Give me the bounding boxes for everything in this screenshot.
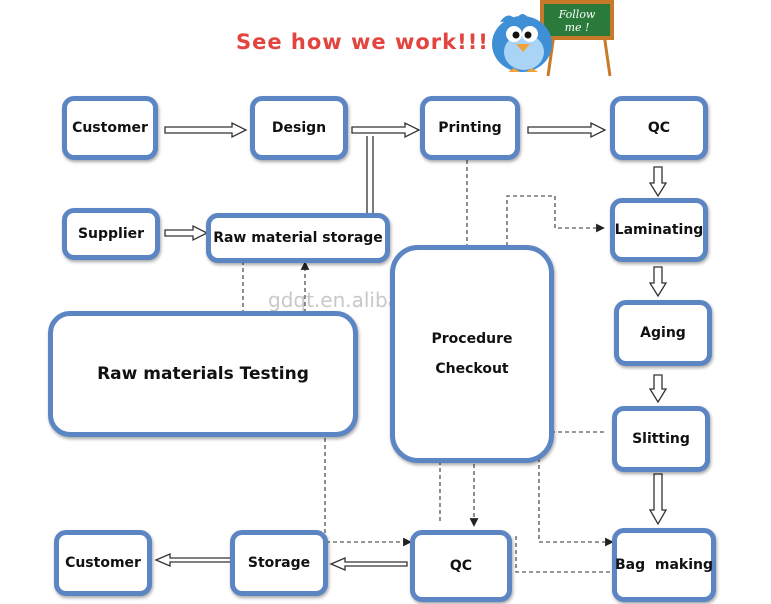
node-label: Laminating <box>614 222 704 238</box>
node-raw-materials-testing: Raw materials Testing <box>48 311 358 437</box>
node-label: Storage <box>247 555 311 571</box>
node-label: Printing <box>438 120 502 136</box>
node-laminating: Laminating <box>610 198 708 262</box>
easel-icon: Follow me ! <box>540 0 614 77</box>
node-label-line-2: Checkout <box>435 361 509 377</box>
arrow-qc-to-storage <box>329 557 408 571</box>
node-slitting: Slitting <box>612 406 710 472</box>
arrow-supplier-to-raw-storage <box>164 224 209 242</box>
arrow-slitting-to-bag-making <box>648 473 668 526</box>
node-label: Design <box>271 120 327 136</box>
node-customer-bottom: Customer <box>54 530 152 596</box>
node-label: Customer <box>65 555 141 571</box>
node-label: Aging <box>640 325 686 341</box>
node-label: QC <box>647 120 671 136</box>
dashed-slitting-to-bag-making <box>538 431 614 547</box>
node-label-line-1: Procedure <box>431 331 513 347</box>
node-design: Design <box>250 96 348 160</box>
arrow-printing-to-qc <box>527 121 607 139</box>
dashed-procedure-to-laminating <box>506 195 605 246</box>
node-label: Slitting <box>632 431 690 447</box>
sign-text-line-2: me ! <box>565 21 590 34</box>
node-label: Raw materials Testing <box>97 364 309 384</box>
node-bag-making: Bag making <box>612 528 716 602</box>
arrow-aging-to-slitting <box>648 374 668 404</box>
node-label: Customer <box>72 120 148 136</box>
bird-icon <box>492 14 552 72</box>
arrow-design-to-printing <box>351 121 421 139</box>
dashed-qc-to-bag-making <box>515 536 613 573</box>
node-supplier: Supplier <box>62 208 160 260</box>
headline: See how we work!!! <box>236 30 489 54</box>
node-storage: Storage <box>230 530 328 596</box>
node-qc-top: QC <box>610 96 708 160</box>
node-label: QC <box>449 558 473 574</box>
node-label: Supplier <box>77 226 145 242</box>
arrow-laminating-to-aging <box>648 266 668 298</box>
node-customer-top: Customer <box>62 96 158 160</box>
node-label: Raw material storage <box>213 230 383 246</box>
arrow-qc-to-laminating <box>648 166 668 198</box>
node-raw-material-storage: Raw material storage <box>206 213 390 263</box>
arrow-customer-to-design <box>164 121 248 139</box>
sign-text-line-1: Follow <box>558 8 596 21</box>
node-aging: Aging <box>614 300 712 366</box>
node-printing: Printing <box>420 96 520 160</box>
node-procedure-checkout: Procedure Checkout <box>390 245 554 463</box>
node-qc-bottom: QC <box>410 530 512 602</box>
node-label: Bag making <box>614 557 714 573</box>
bird-teacher-mascot: Follow me ! <box>492 0 614 77</box>
